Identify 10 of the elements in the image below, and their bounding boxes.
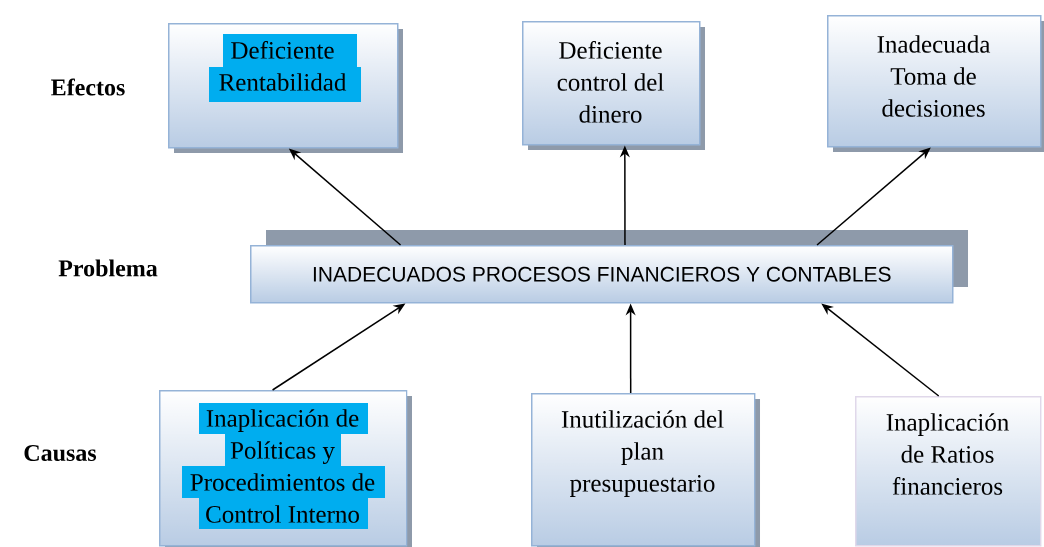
row-label: Problema: [58, 259, 158, 277]
text-box: Inutilización del plan presupuestario: [531, 393, 760, 547]
text-box: Deficiente Rentabilidad: [168, 23, 403, 153]
text-box: Inaplicación de Políticas y Procedimientos de Control Interno: [159, 390, 412, 547]
row-label: Causas: [24, 444, 97, 462]
text-box: Inaplicación de Ratios financieros: [855, 396, 1042, 547]
problem-box: INADECUADOS PROCESOS FINANCIEROS Y CONTABLES: [250, 230, 968, 304]
text-box: Deficiente control del dinero: [522, 21, 705, 150]
text-box: Inadecuada Toma de decisiones: [827, 15, 1044, 152]
row-label: Efectos: [51, 78, 125, 96]
